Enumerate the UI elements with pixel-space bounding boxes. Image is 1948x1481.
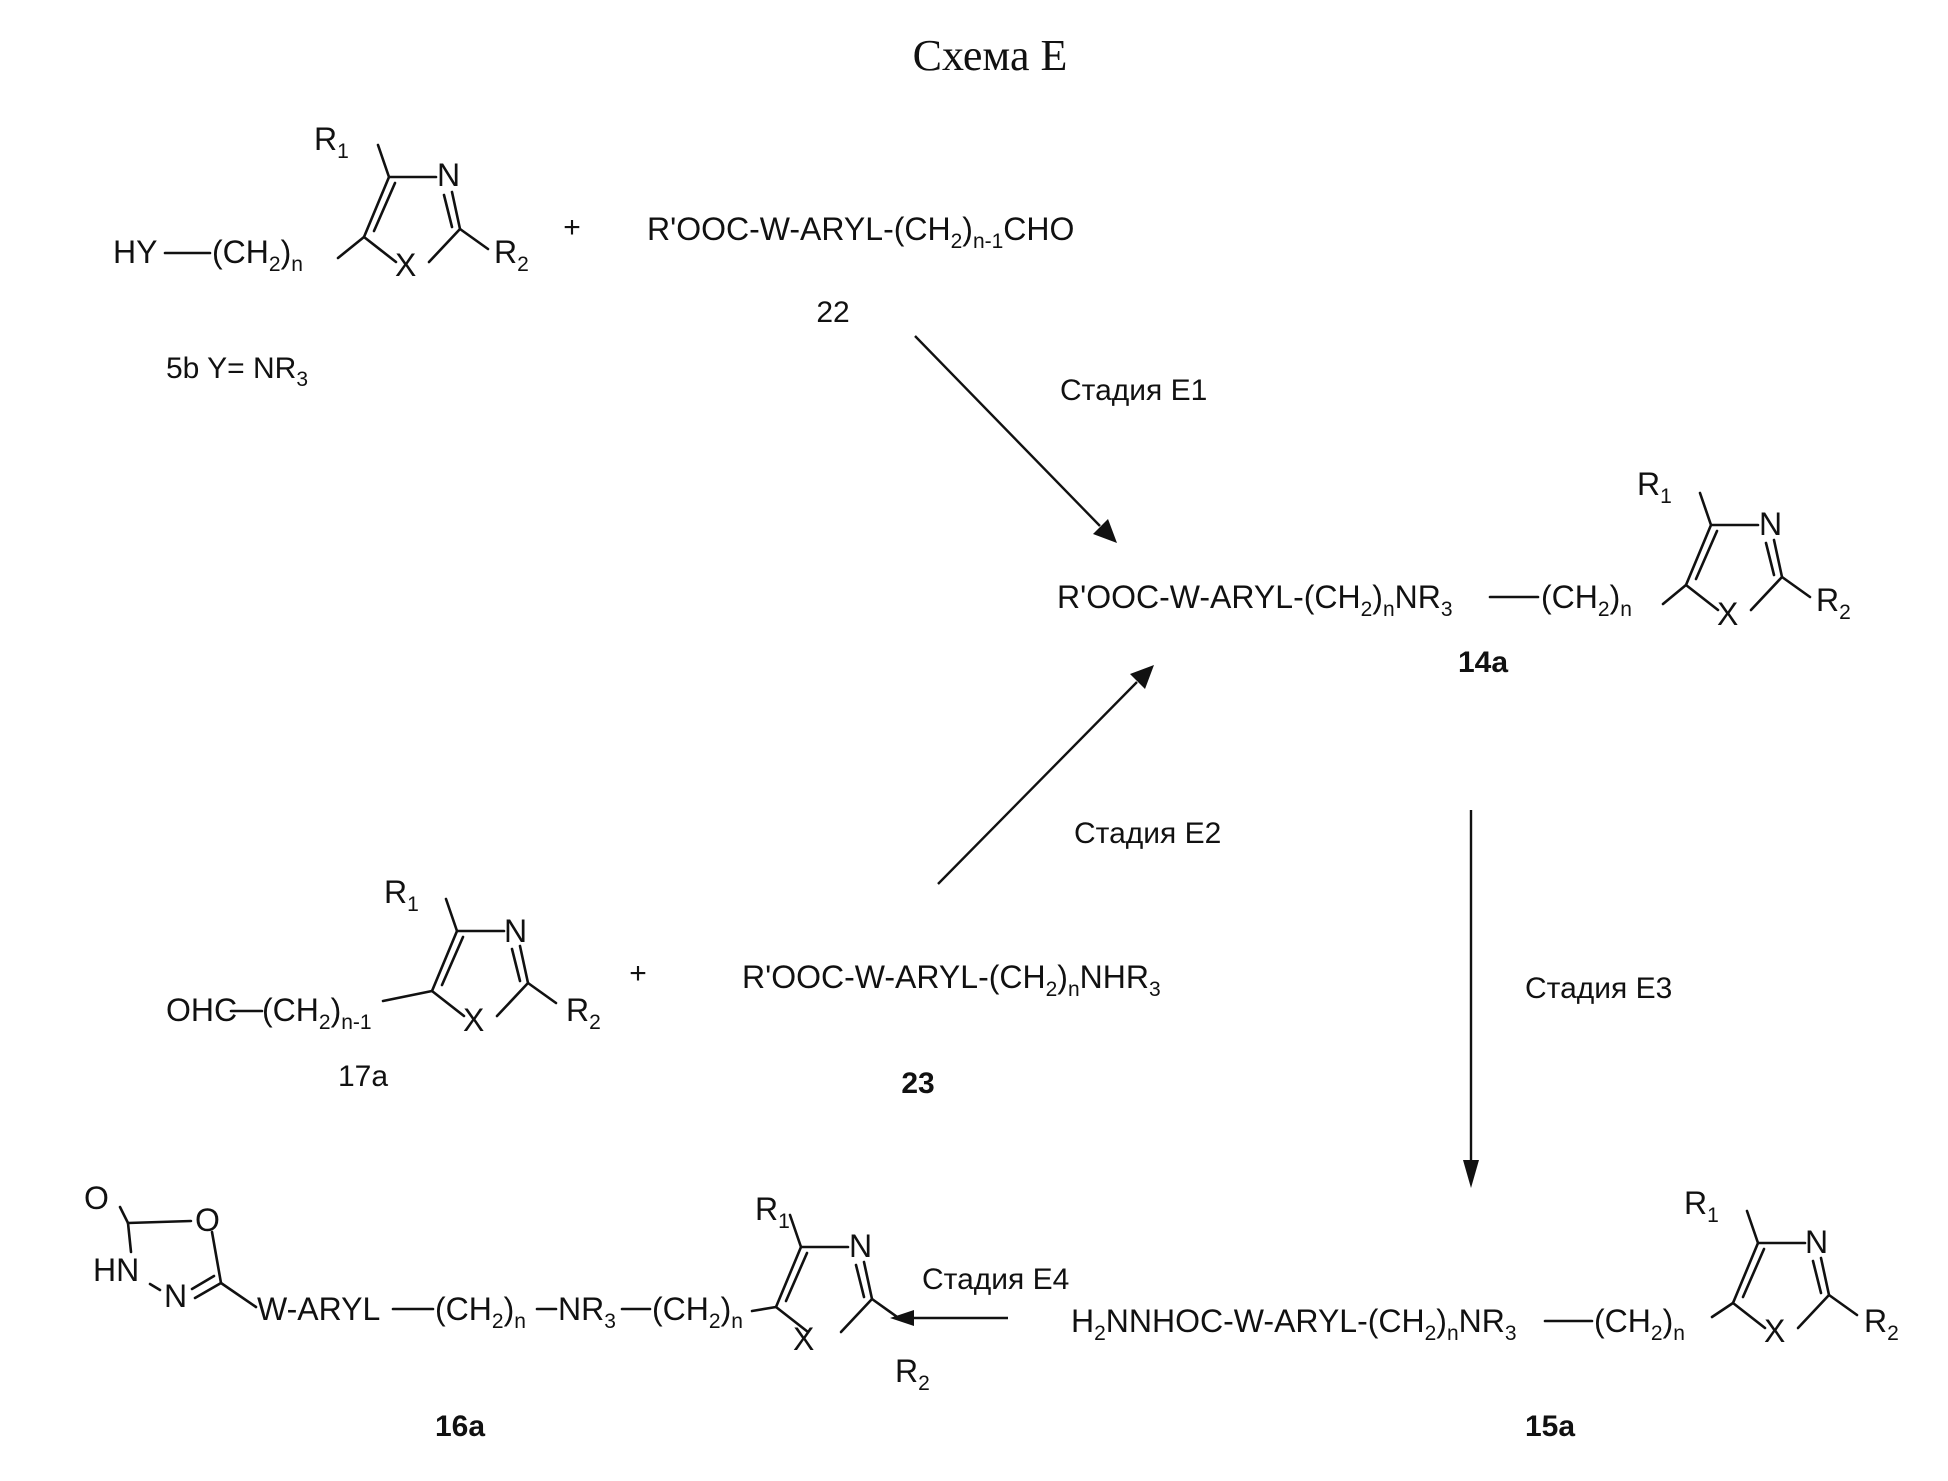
compound-17a-ring-n: N xyxy=(504,913,527,949)
arrow-stage-e1 xyxy=(915,336,1117,543)
compound-16a-r2: R2 xyxy=(895,1353,930,1395)
compound-14a-chain: (CH2)n xyxy=(1541,579,1632,621)
compound-17a-r2: R2 xyxy=(566,992,601,1034)
compound-14a-r2: R2 xyxy=(1816,582,1851,624)
compound-16a-label: 16a xyxy=(435,1410,485,1443)
compound-22-label: 22 xyxy=(816,296,849,329)
compound-5b-hy: HY xyxy=(113,234,157,270)
compound-16a-hn: HN xyxy=(93,1252,139,1288)
compound-15a-r1: R1 xyxy=(1684,1185,1719,1227)
compound-16a: O O HN N W-ARYL (CH2)n NR3 (CH2)n R1 N X… xyxy=(84,1180,930,1443)
compound-22: R'OOC-W-ARYL-(CH2)n-1CHO 22 xyxy=(647,211,1074,329)
compound-15a: H2NNHOC-W-ARYL-(CH2)nNR3 (CH2)n R1 N X R… xyxy=(1071,1185,1899,1443)
compound-5b-chain: (CH2)n xyxy=(212,234,303,276)
compound-23: R'OOC-W-ARYL-(CH2)nNHR3 23 xyxy=(742,959,1161,1100)
compound-17a-chain: (CH2)n-1 xyxy=(262,992,372,1034)
compound-15a-r2: R2 xyxy=(1864,1303,1899,1345)
compound-14a-r1: R1 xyxy=(1637,466,1672,508)
compound-16a-ring-x: X xyxy=(793,1321,814,1357)
compound-16a-ring-n: N xyxy=(849,1228,872,1264)
scheme-title: Схема E xyxy=(913,31,1068,80)
stage-e1-label: Стадия E1 xyxy=(1060,374,1207,407)
compound-14a-ring-x: X xyxy=(1717,596,1738,632)
compound-14a-ring-n: N xyxy=(1759,506,1782,542)
compound-16a-n: N xyxy=(164,1278,187,1314)
compound-16a-oxo: O xyxy=(84,1180,109,1216)
compound-15a-formula: H2NNHOC-W-ARYL-(CH2)nNR3 xyxy=(1071,1303,1517,1345)
compound-17a-label: 17a xyxy=(338,1060,388,1093)
stage-e3-label: Стадия E3 xyxy=(1525,972,1672,1005)
compound-5b-ring-n: N xyxy=(437,157,460,193)
compound-15a-ring-n: N xyxy=(1805,1224,1828,1260)
compound-17a: OHC (CH2)n-1 R1 N X R2 17a xyxy=(166,874,601,1093)
compound-22-formula: R'OOC-W-ARYL-(CH2)n-1CHO xyxy=(647,211,1074,253)
compound-23-formula: R'OOC-W-ARYL-(CH2)nNHR3 xyxy=(742,959,1161,1001)
compound-17a-r1: R1 xyxy=(384,874,419,916)
plus-sign-1: + xyxy=(563,211,581,244)
compound-15a-ring-x: X xyxy=(1764,1313,1785,1349)
plus-sign-2: + xyxy=(629,957,647,990)
compound-5b-r2: R2 xyxy=(494,234,529,276)
arrow-stage-e4 xyxy=(890,1310,1008,1326)
compound-14a-label: 14a xyxy=(1458,646,1508,679)
arrow-stage-e2 xyxy=(938,665,1154,884)
arrow-stage-e3 xyxy=(1463,810,1479,1188)
compound-16a-nr3: NR3 xyxy=(558,1291,616,1333)
compound-17a-ohc: OHC xyxy=(166,992,237,1028)
compound-17a-ring-x: X xyxy=(463,1002,484,1038)
compound-16a-chain-2: (CH2)n xyxy=(652,1291,743,1333)
compound-15a-label: 15a xyxy=(1525,1410,1575,1443)
compound-16a-ring-o: O xyxy=(195,1202,220,1238)
stage-e2-label: Стадия E2 xyxy=(1074,817,1221,850)
compound-5b-r1: R1 xyxy=(314,121,349,163)
compound-16a-r1: R1 xyxy=(755,1191,790,1233)
compound-5b-ring-x: X xyxy=(395,247,416,283)
compound-5b: HY (CH2)n R1 N X R2 5b Y= NR3 xyxy=(113,121,529,391)
stage-e4-label: Стадия E4 xyxy=(922,1263,1069,1296)
compound-16a-w-aryl: W-ARYL xyxy=(257,1291,380,1327)
compound-16a-chain-1: (CH2)n xyxy=(435,1291,526,1333)
compound-23-label: 23 xyxy=(901,1067,934,1100)
compound-14a-formula: R'OOC-W-ARYL-(CH2)nNR3 xyxy=(1057,579,1453,621)
compound-5b-label: 5b Y= NR3 xyxy=(166,352,308,391)
compound-14a: R'OOC-W-ARYL-(CH2)nNR3 (CH2)n R1 N X R2 … xyxy=(1057,466,1851,679)
compound-15a-chain: (CH2)n xyxy=(1594,1303,1685,1345)
